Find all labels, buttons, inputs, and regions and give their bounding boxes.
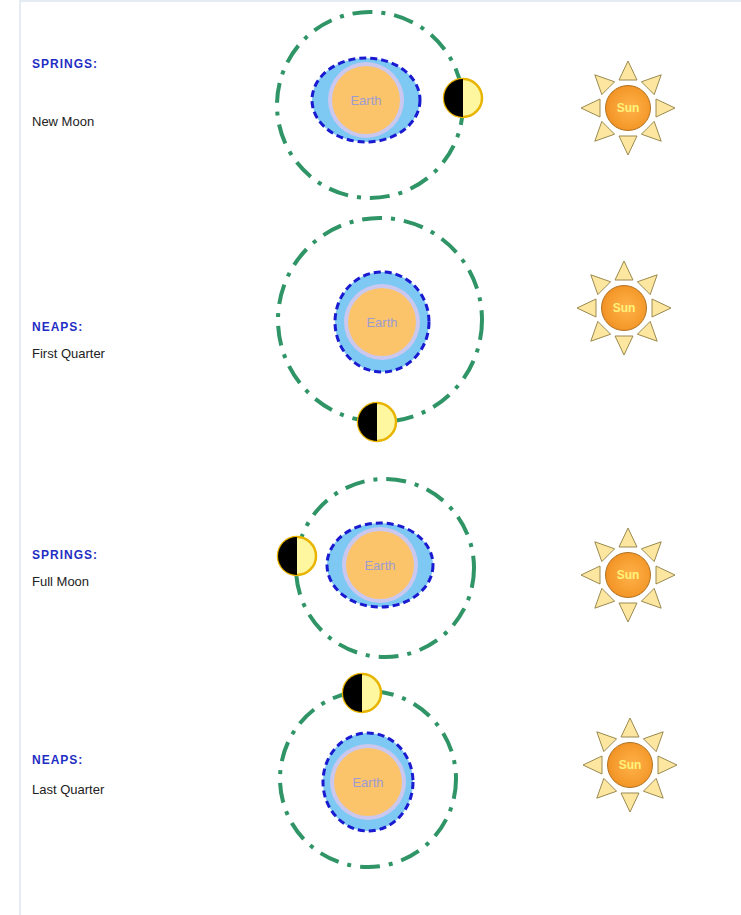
moon-symbol [444, 79, 482, 117]
moon-orbit [278, 218, 482, 422]
earth-disc: Earth [334, 748, 402, 816]
earth-label: Earth [350, 93, 381, 108]
tide-type: NEAPS: [32, 753, 83, 767]
sun-label: Sun [617, 568, 640, 582]
earth-label: Earth [364, 558, 395, 573]
moon-orbit [296, 479, 474, 657]
page-border [19, 0, 21, 915]
tide-type: SPRINGS: [32, 548, 98, 562]
page-border [20, 0, 741, 2]
tidal-bulge [335, 272, 429, 372]
sun-rays [581, 528, 675, 622]
sun-rays [583, 718, 677, 812]
earth-label: Earth [352, 775, 383, 790]
sun-rays [581, 61, 675, 155]
moon-phase: New Moon [32, 114, 94, 129]
sun-rays [577, 261, 671, 355]
tide-type: NEAPS: [32, 320, 83, 334]
sun-disc: Sun [605, 85, 651, 131]
moon-orbit [280, 691, 456, 867]
moon-symbol [358, 403, 396, 441]
moon-symbol [278, 537, 316, 575]
earth-label: Earth [366, 315, 397, 330]
tidal-bulge [312, 58, 420, 142]
earth-disc: Earth [346, 531, 414, 599]
moon-phase: Full Moon [32, 574, 89, 589]
tidal-bulge [327, 523, 433, 607]
moon-orbit [277, 12, 463, 198]
sun-label: Sun [619, 758, 642, 772]
sun-label: Sun [617, 101, 640, 115]
sun-disc: Sun [605, 552, 651, 598]
earth-disc: Earth [348, 288, 416, 356]
earth-disc: Earth [332, 66, 400, 134]
sun-disc: Sun [607, 742, 653, 788]
sun-disc: Sun [601, 285, 647, 331]
tidal-bulge [323, 733, 413, 831]
moon-phase: Last Quarter [32, 782, 104, 797]
sun-label: Sun [613, 301, 636, 315]
moon-symbol [343, 674, 381, 712]
tide-type: SPRINGS: [32, 57, 98, 71]
moon-phase: First Quarter [32, 346, 105, 361]
